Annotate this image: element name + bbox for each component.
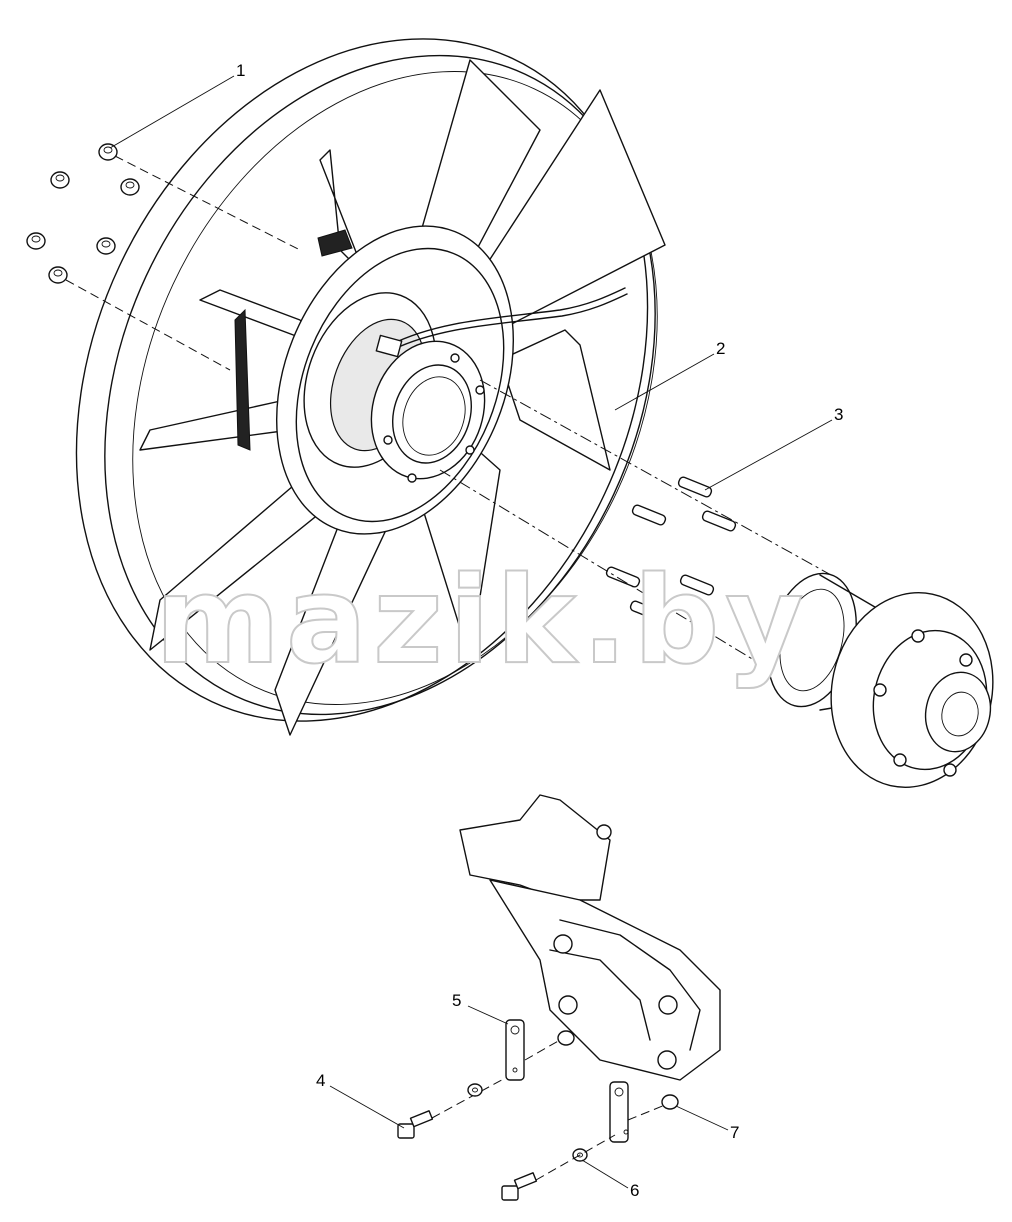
fan-with-viscous-clutch xyxy=(75,38,666,736)
threaded-stud xyxy=(629,600,665,622)
threaded-stud xyxy=(631,504,667,526)
lock-plate xyxy=(609,1081,629,1143)
threaded-stud xyxy=(605,566,641,588)
callout-4: 4 xyxy=(316,1071,325,1090)
hex-nut xyxy=(557,1030,575,1046)
hex-nut xyxy=(98,143,118,161)
hex-nut xyxy=(48,266,68,284)
hex-nut xyxy=(26,232,46,250)
hex-nuts-group xyxy=(26,143,140,284)
callouts: 1 2 3 4 5 6 7 xyxy=(109,61,843,1200)
watermark-text: mazik.by xyxy=(155,552,810,691)
lock-plate xyxy=(505,1019,525,1081)
fan-drive-hub xyxy=(767,572,994,788)
washer xyxy=(467,1083,483,1097)
threaded-stud xyxy=(679,574,715,596)
callout-7: 7 xyxy=(730,1123,739,1142)
hex-bolt xyxy=(501,1172,538,1201)
mounting-bracket xyxy=(459,794,721,1081)
hex-nut xyxy=(50,171,70,189)
callout-2: 2 xyxy=(716,339,725,358)
hex-nut xyxy=(120,178,140,196)
threaded-studs-group xyxy=(605,476,737,622)
hex-bolt xyxy=(397,1110,434,1139)
hex-nut xyxy=(661,1094,679,1110)
threaded-stud xyxy=(677,476,713,498)
hex-nut xyxy=(96,237,116,255)
callout-3: 3 xyxy=(834,405,843,424)
threaded-stud xyxy=(701,510,737,532)
callout-5: 5 xyxy=(452,991,461,1010)
callout-6: 6 xyxy=(630,1181,639,1200)
callout-1: 1 xyxy=(236,61,245,80)
